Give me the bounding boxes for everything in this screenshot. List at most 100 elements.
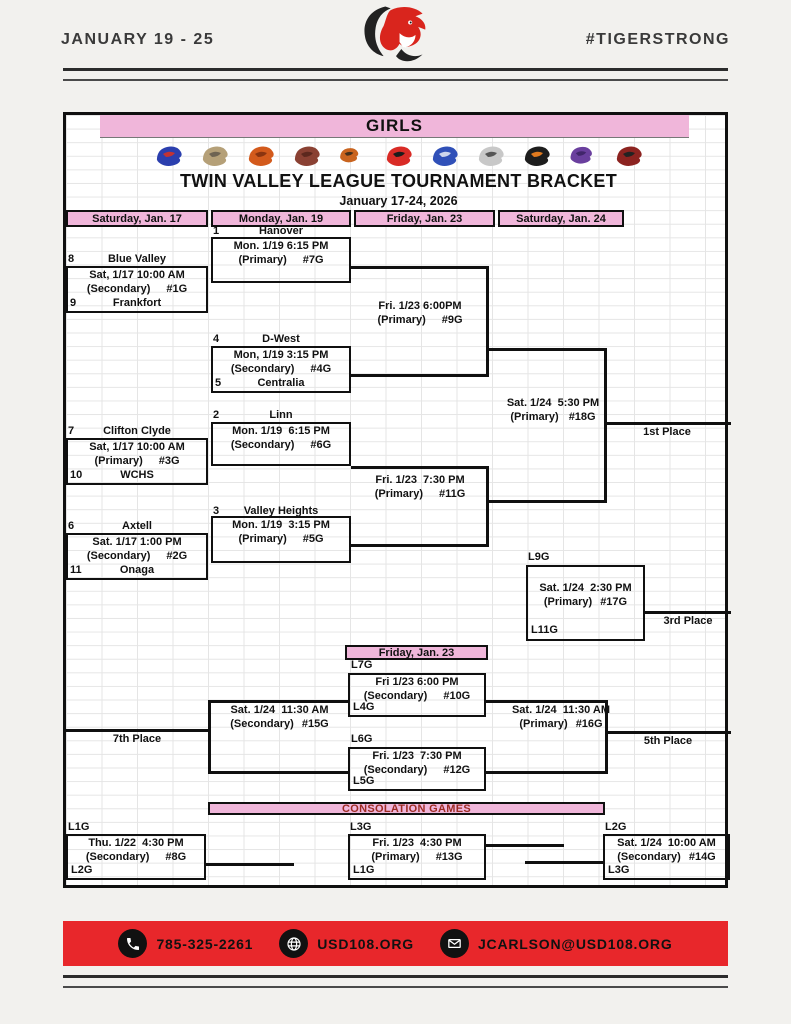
feeder-label-l1g: L1G (68, 821, 90, 833)
phone-icon (118, 929, 148, 958)
footer-phone[interactable]: 785-325-2261 (118, 929, 253, 958)
feeder-label-l3g: L3G (608, 864, 630, 876)
feeder-label-l4g: L4G (353, 701, 375, 713)
footer-divider (63, 975, 728, 988)
fifth-place-label: 5th Place (643, 735, 693, 747)
mascot-buffalo-black-icon (522, 143, 552, 169)
game-venue: (Secondary) (230, 718, 294, 730)
game-venue: (Secondary) (363, 690, 428, 702)
game-datetime: Mon. 1/19 6:15 PM (233, 240, 329, 252)
connector-line (486, 700, 605, 703)
game-venue: (Secondary) (230, 439, 295, 451)
seed-onaga: Onaga (119, 564, 155, 576)
first-place-label: 1st Place (643, 426, 691, 438)
game-box-14g: Sat. 1/24 10:00 AM (Secondary)#14G L3G (603, 834, 730, 880)
header-hashtag: #TIGERSTRONG (585, 31, 730, 48)
connector-line (604, 348, 607, 503)
seed-wchs: WCHS (120, 469, 154, 481)
game-venue: (Secondary) (85, 851, 150, 863)
first-place-line (604, 422, 731, 425)
footer-email-address: JCARLSON@USD108.ORG (477, 935, 673, 952)
game-datetime: Sat, 1/17 10:00 AM (89, 441, 185, 453)
seventh-place-label: 7th Place (112, 733, 162, 745)
footer-phone-number: 785-325-2261 (156, 935, 254, 952)
connector-line (486, 466, 489, 547)
tiger-logo-icon (350, 3, 442, 70)
game-venue: (Secondary) (363, 764, 428, 776)
connector-line (208, 700, 211, 774)
consolation-banner: CONSOLATION GAMES (208, 802, 605, 815)
feeder-label-l6g: L6G (351, 733, 373, 745)
game-datetime: Sat. 1/24 10:00 AM (617, 837, 716, 849)
feeder-label-l2g: L2G (605, 821, 627, 833)
connector-line (486, 844, 564, 847)
seed-number: 9 (70, 297, 77, 309)
game-box-8g: Thu. 1/22 4:30 PM (Secondary)#8G L2G (66, 834, 206, 880)
footer-website-url: USD108.ORG (317, 935, 414, 952)
game-datetime: Sat. 1/24 2:30 PM (539, 582, 632, 594)
game-datetime: Sat. 1/24 11:30 AM (230, 704, 329, 716)
game-number: #18G (568, 411, 596, 423)
mascot-ram-tan-icon (200, 143, 230, 169)
seed-number: 11 (70, 564, 82, 576)
game-number: #11G (438, 488, 466, 500)
connector-line (486, 771, 605, 774)
game-datetime: Thu. 1/22 4:30 PM (88, 837, 184, 849)
globe-icon (279, 929, 309, 958)
game-number: #6G (310, 439, 332, 451)
mascot-eagle-blue-red-icon (154, 143, 184, 169)
header-date-range: JANUARY 19 - 25 (61, 31, 215, 48)
footer-contact-bar: 785-325-2261 USD108.ORG JCARLSON@USD108.… (63, 921, 728, 966)
game-number: #12G (443, 764, 471, 776)
connector-line (486, 348, 606, 351)
game-number: #16G (575, 718, 603, 730)
game-datetime: Sat. 1/24 5:30 PM (506, 397, 600, 409)
bracket-title: TWIN VALLEY LEAGUE TOURNAMENT BRACKET (179, 171, 618, 191)
tournament-bracket-sheet: GIRLS TWIN VALLEY LEAGUE TOURNAMENT BRAC… (63, 112, 731, 888)
game-venue: (Primary) (510, 411, 559, 423)
game-18g-info: Sat. 1/24 5:30 PM (Primary) #18G (498, 396, 608, 424)
footer-website[interactable]: USD108.ORG (279, 929, 414, 958)
game-venue: (Primary) (519, 718, 568, 730)
game-number: #4G (310, 363, 332, 375)
game-box-13g: Fri. 1/23 4:30 PM (Primary)#13G L1G (348, 834, 486, 880)
game-16g-info: Sat. 1/24 11:30 AM (Primary)#16G (498, 703, 624, 731)
game-number: #1G (166, 283, 188, 295)
connector-line (351, 374, 486, 377)
third-place-line (645, 611, 731, 614)
game-number: #3G (158, 455, 180, 467)
game-11g-info: Fri. 1/23 7:30 PM (Primary) #11G (354, 473, 486, 501)
game-number: #7G (302, 254, 324, 266)
seed-centralia: Centralia (257, 377, 305, 389)
game-number: #2G (166, 550, 188, 562)
footer-email[interactable]: JCARLSON@USD108.ORG (439, 929, 673, 958)
game-venue: (Secondary) (230, 363, 295, 375)
game-box-12g: Fri. 1/23 7:30 PM (Secondary) #12G L5G (348, 747, 486, 791)
game-9g-info: Fri. 1/23 6:00PM (Primary)#9G (354, 299, 486, 327)
feeder-label-l5g: L5G (353, 775, 375, 787)
game-box-17g: Sat. 1/24 2:30 PM (Primary)#17G L11G (526, 565, 645, 641)
game-venue: (Primary) (374, 488, 423, 500)
game-datetime: Fri. 1/23 7:30 PM (375, 474, 465, 486)
game-venue: (Primary) (238, 254, 287, 266)
mascot-bulldog-gray-icon (476, 143, 506, 169)
game-datetime: Fri. 1/23 7:30 PM (372, 750, 462, 762)
game-15g-info: Sat. 1/24 11:30 AM (Secondary)#15G (211, 703, 348, 731)
connector-line (351, 544, 486, 547)
mascot-vh-purple-icon (568, 143, 598, 169)
mascot-warrior-orange-icon (338, 143, 368, 169)
connector-line (351, 466, 486, 469)
connector-line (486, 500, 606, 503)
game-box-10g: Fri 1/23 6:00 PM (Secondary)#10G L4G (348, 673, 486, 717)
connector-line (206, 863, 294, 866)
team-logo-row (136, 141, 661, 171)
connector-line (208, 700, 348, 703)
game-venue: (Secondary) (86, 283, 151, 295)
